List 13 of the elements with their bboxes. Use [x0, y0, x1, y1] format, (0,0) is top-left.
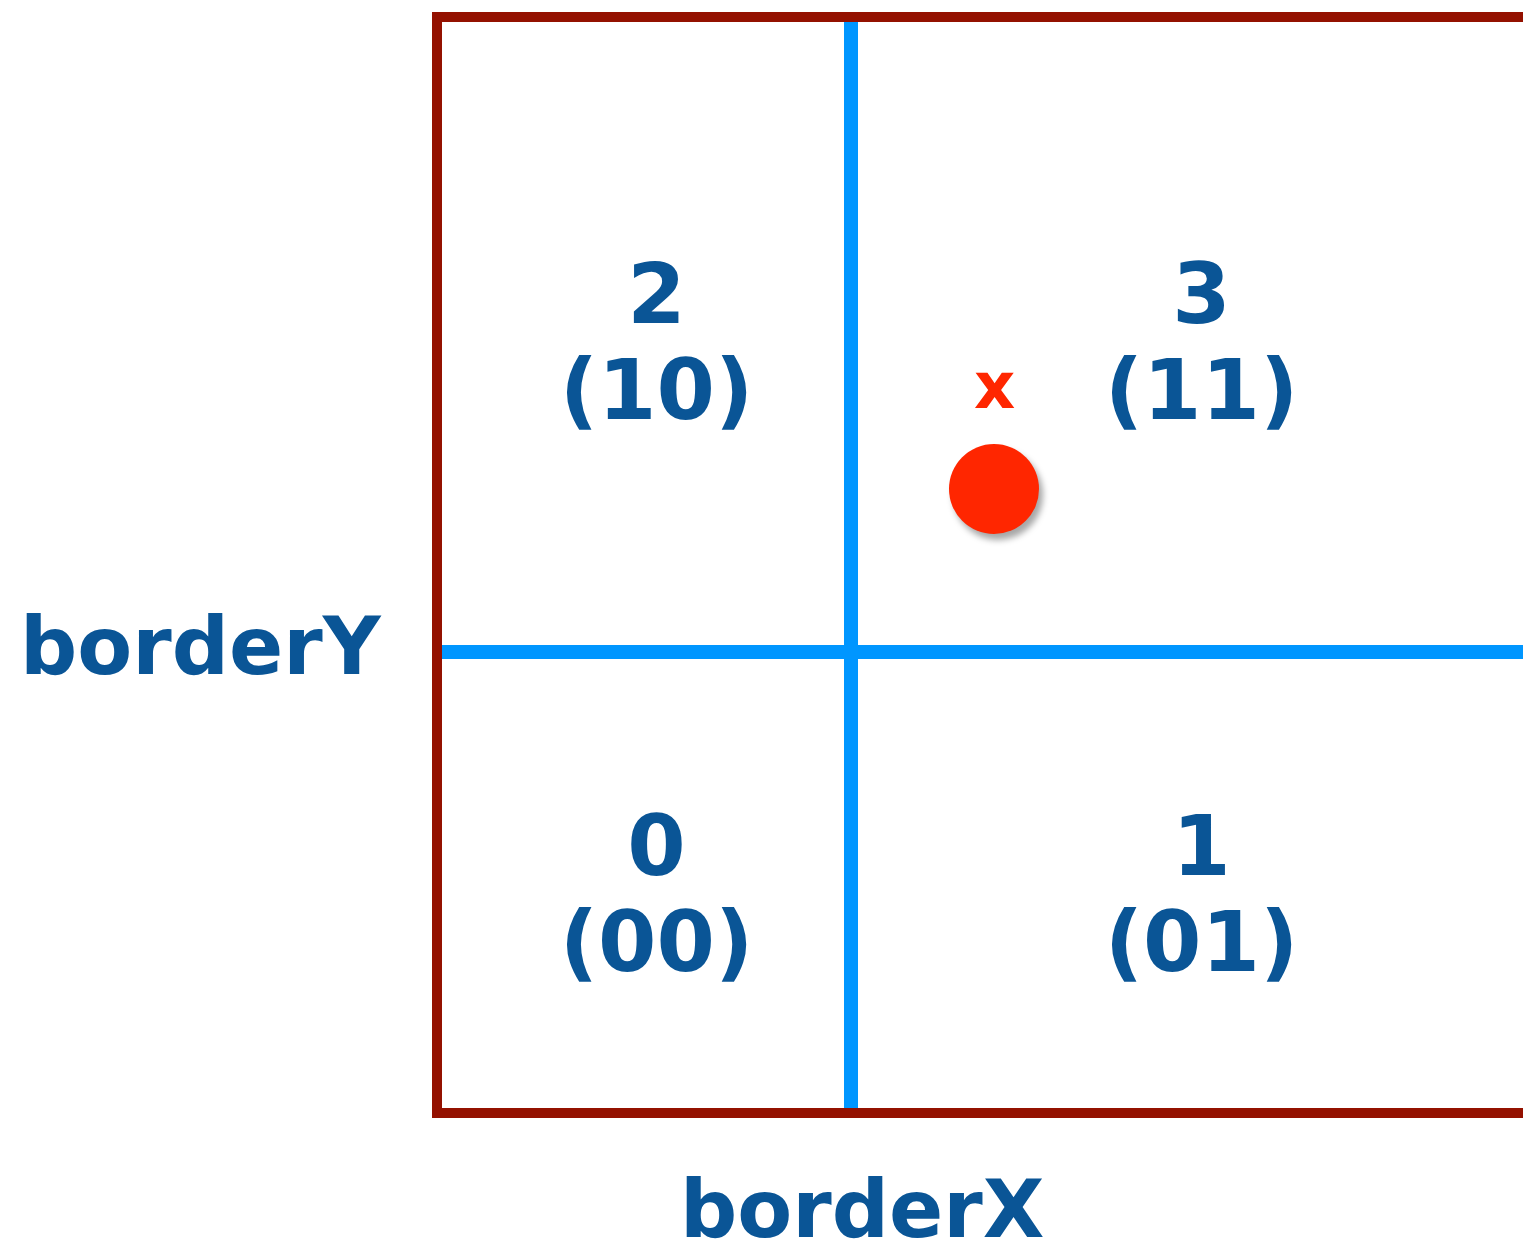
quadrant-number: 1 [1172, 798, 1231, 894]
frame-box [432, 12, 1523, 1118]
binary-code: (01) [1104, 894, 1299, 990]
binary-code: (11) [1104, 342, 1299, 438]
quadrant-number: 0 [627, 798, 686, 894]
point-dot [949, 444, 1039, 534]
quadrant-number: 3 [1172, 246, 1231, 342]
axis-label: borderY [20, 605, 381, 689]
binary-code: (10) [559, 342, 754, 438]
binary-code: (00) [559, 894, 754, 990]
axis-label: borderX [680, 1168, 1045, 1252]
point-label: x [974, 354, 1016, 418]
quadrant-number: 2 [627, 246, 686, 342]
